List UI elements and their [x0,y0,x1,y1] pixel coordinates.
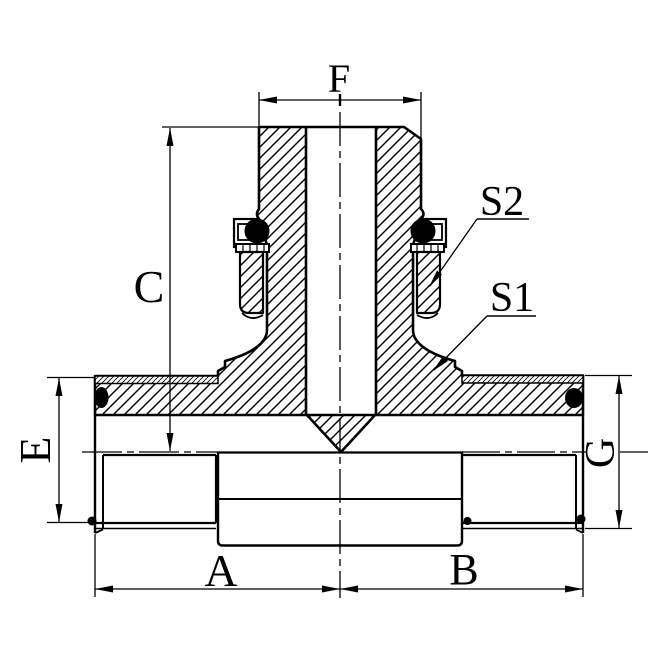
right-arm-top-strip [461,374,584,384]
locknut-left [238,250,265,319]
dim-A [94,534,340,597]
port-o-ring-right [565,388,583,408]
s1-arrow [433,356,448,371]
washer-left [235,243,270,253]
s2-arrow [429,270,442,287]
arrow-down [615,510,623,528]
arrow-right [565,585,583,593]
dim-label-a: A [204,545,238,596]
left-arm-top-strip [94,375,219,385]
callout-S2 [429,218,529,287]
arrow-left [340,585,358,593]
callout-S1 [433,315,536,371]
thread-end-seal-right [576,514,586,524]
stud-o-ring-left [244,218,270,244]
dim-label-f: F [327,56,351,101]
dim-F [258,92,422,138]
arrow-right [322,585,340,593]
dim-label-e: E [11,436,60,464]
dim-E [47,376,95,524]
arrow-left [95,585,113,593]
locknut-assembly-left [232,217,270,319]
dim-B [340,534,584,597]
arrow-right [403,96,421,104]
callout-label-s1: S1 [489,275,535,321]
thread-end-seal-left [87,516,97,526]
port-o-ring-left [94,387,109,408]
arrow-down [55,504,63,522]
callout-label-s2: S2 [479,179,525,225]
arrow-down [166,433,174,451]
locknut-assembly-right [410,217,448,319]
thread-end-seal-right-inner [463,517,472,525]
arrow-up [166,128,174,146]
dim-G [585,374,632,530]
dim-label-c: C [133,261,165,312]
dim-label-b: B [449,545,479,594]
dim-C [162,126,258,451]
washer-right [410,243,445,253]
dim-label-g: G [578,437,624,469]
arrow-left [259,96,277,104]
locknut-right [415,250,442,319]
stud-o-ring-right [410,218,436,244]
arrow-up [615,376,623,394]
arrow-up [55,378,63,396]
